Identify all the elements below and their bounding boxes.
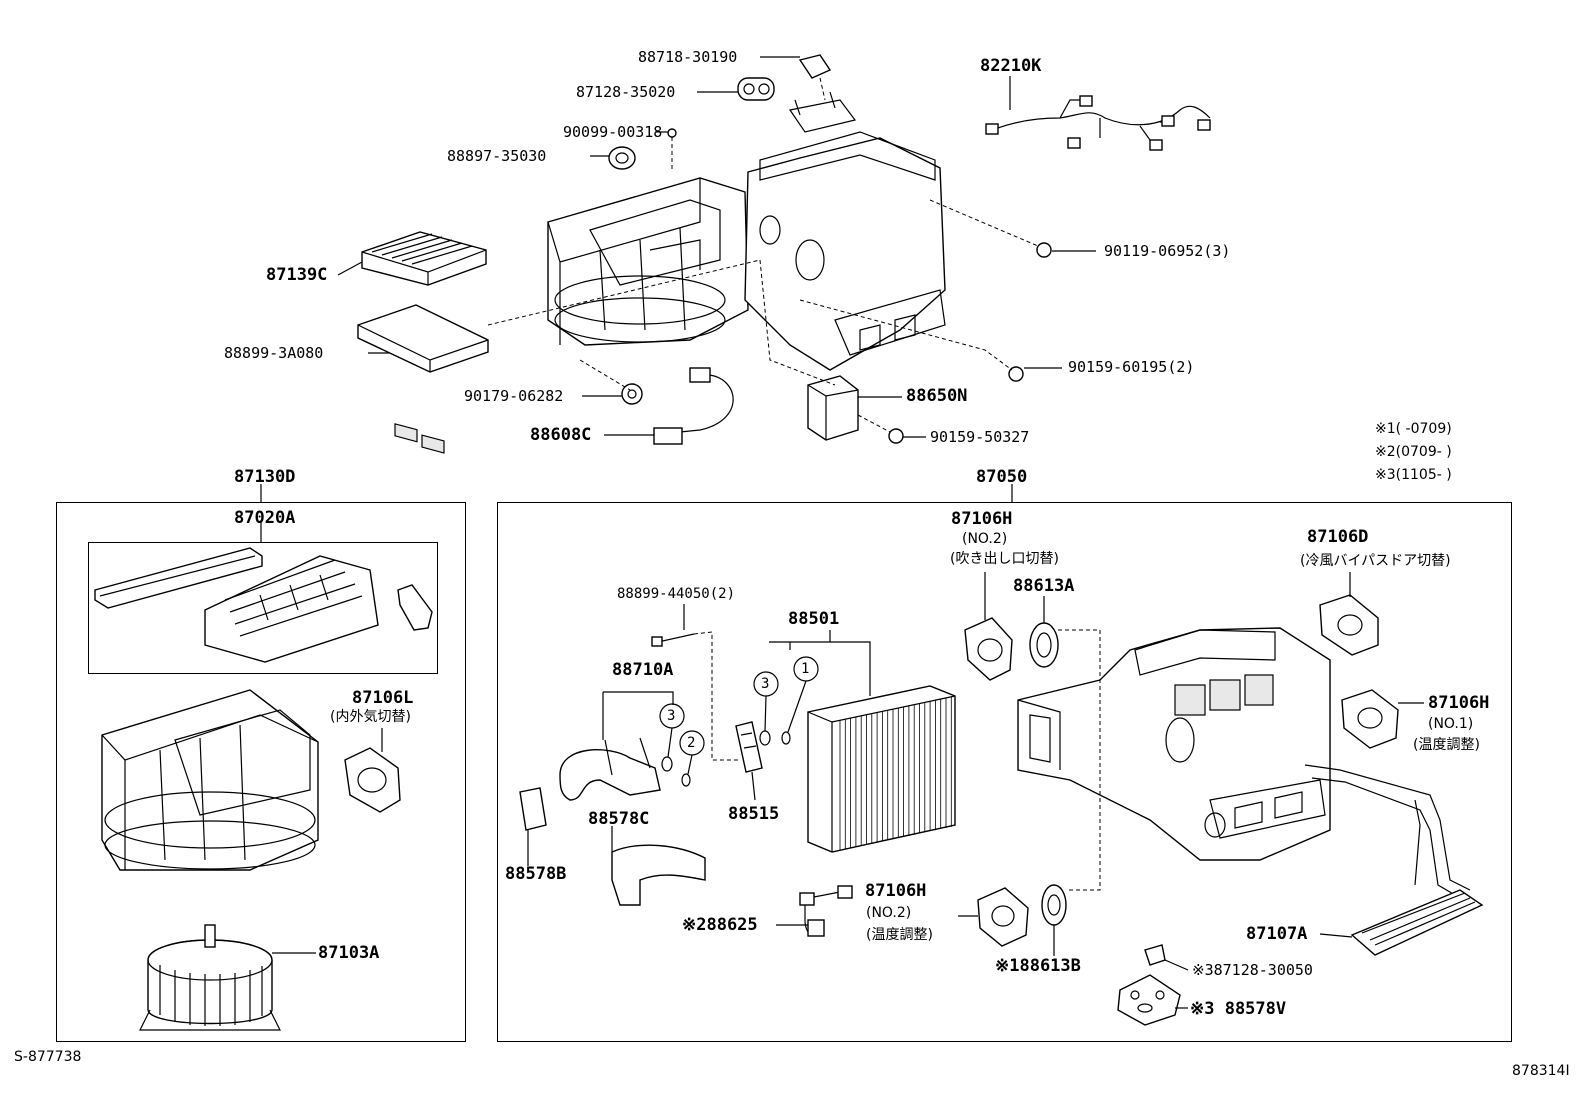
screw-90099 xyxy=(667,128,677,138)
label-90179-06282: 90179-06282 xyxy=(464,387,564,405)
actuator-87106h-no2-temp xyxy=(958,887,1029,947)
label-87106l-desc: (内外気切替) xyxy=(330,709,411,725)
label-90159-50327: 90159-50327 xyxy=(930,428,1030,446)
actuator-87106h-no1 xyxy=(1341,689,1424,749)
label-87106h-no1-desc: (温度調整) xyxy=(1413,737,1480,753)
label-87130d: 87130D xyxy=(234,467,296,487)
air-filter-87139c xyxy=(361,231,487,286)
label-87103a: 87103A xyxy=(318,943,380,963)
label-90159-60195: 90159-60195(2) xyxy=(1068,358,1195,376)
callout-1: 1 xyxy=(801,661,810,677)
note-1: ※1( -0709) xyxy=(1375,421,1452,437)
label-88899-3a080: 88899-3A080 xyxy=(224,344,324,362)
leader-lines-top xyxy=(337,56,1096,438)
label-88613a: 88613A xyxy=(1013,576,1075,596)
callout-3-evap: 3 xyxy=(761,676,770,692)
actuator-87106l xyxy=(344,728,401,813)
grommet-88897 xyxy=(608,146,636,170)
label-87106l: 87106L xyxy=(352,688,414,708)
bolt-90119 xyxy=(1036,242,1052,258)
heater-core-87107a xyxy=(1304,764,1484,956)
label-87106h-no2-temp-desc: (温度調整) xyxy=(866,927,933,943)
heater-unit-87050 xyxy=(1017,627,1331,861)
label-87128-35020: 87128-35020 xyxy=(576,83,676,101)
gear-88613a xyxy=(1029,596,1059,668)
expansion-valve-88515 xyxy=(735,721,763,801)
wire-harness-82210k xyxy=(985,95,1211,151)
label-87106d-desc: (冷風バイパスドア切替) xyxy=(1300,553,1451,569)
blower-motor-87103a xyxy=(139,924,316,1031)
label-87106h-outlet-desc: (吹き出し口切替) xyxy=(950,551,1059,567)
bolt-90159-60195 xyxy=(1008,366,1024,382)
label-87106h-no1-no: (NO.1) xyxy=(1428,716,1474,732)
label-88710a: 88710A xyxy=(612,660,674,680)
blower-case-87130d xyxy=(101,689,319,871)
label-87106h-no2-temp-no: (NO.2) xyxy=(866,905,912,921)
label-88501: 88501 xyxy=(788,609,840,629)
filter-case-88899-3a080 xyxy=(357,304,489,454)
label-88899-44050: 88899-44050(2) xyxy=(617,586,736,602)
callout-2: 2 xyxy=(687,735,696,751)
label-87107a: 87107A xyxy=(1246,924,1308,944)
dashed-leaders-top xyxy=(487,77,1039,433)
nut-90179 xyxy=(621,383,643,405)
label-88625: ※288625 xyxy=(682,915,758,935)
label-88650n: 88650N xyxy=(906,386,968,406)
label-90099-00318: 90099-00318 xyxy=(563,123,663,141)
amplifier-88650n xyxy=(807,375,859,441)
callout-3-pipe: 3 xyxy=(667,708,676,724)
label-88515: 88515 xyxy=(728,804,780,824)
label-88718-30190: 88718-30190 xyxy=(638,48,738,66)
gear-88613b xyxy=(1041,884,1067,956)
label-88578v: ※3 88578V xyxy=(1190,999,1287,1019)
label-87106h-no2-temp: 87106H xyxy=(865,881,927,901)
label-88613b: ※188613B xyxy=(995,956,1081,976)
label-87106h-outlet: 87106H xyxy=(951,509,1013,529)
label-87050: 87050 xyxy=(976,467,1028,487)
insulator-88578v xyxy=(1117,974,1188,1026)
label-87106h-no1: 87106H xyxy=(1428,693,1490,713)
blower-housing-top xyxy=(547,177,749,346)
sensor-88625 xyxy=(776,885,853,937)
clip-88718 xyxy=(798,54,832,79)
sensor-88608c xyxy=(653,367,734,445)
label-82210k: 82210K xyxy=(980,56,1042,76)
label-88578c: 88578C xyxy=(588,809,650,829)
o-ring-3a xyxy=(661,756,673,772)
footer-left-code: S-877738 xyxy=(14,1049,82,1065)
label-87128-30050: ※387128-30050 xyxy=(1192,961,1313,979)
label-90119-06952: 90119-06952(3) xyxy=(1104,242,1231,260)
footer-right-code: 878314I xyxy=(1512,1063,1570,1079)
heater-unit-top xyxy=(744,91,946,371)
blower-case-parts-87020a xyxy=(94,547,433,663)
note-3: ※3(1105- ) xyxy=(1375,467,1452,483)
label-87020a: 87020A xyxy=(234,508,296,528)
blower-assembly-box xyxy=(56,502,466,1042)
bolt-88899-44050 xyxy=(651,604,695,647)
note-2: ※2(0709- ) xyxy=(1375,444,1452,460)
heater-assembly-box xyxy=(497,502,1512,1042)
screw-90159-50327 xyxy=(888,428,904,444)
evaporator-88501 xyxy=(769,630,956,853)
label-87106d: 87106D xyxy=(1307,527,1369,547)
o-ring-2 xyxy=(681,773,691,787)
actuator-87106h-outlet xyxy=(964,572,1013,681)
label-87106h-outlet-no: (NO.2) xyxy=(962,531,1008,547)
label-87139c: 87139C xyxy=(266,265,328,285)
label-88897-35030: 88897-35030 xyxy=(447,147,547,165)
label-88578b: 88578B xyxy=(505,864,567,884)
pipe-88710a xyxy=(559,691,674,801)
o-ring-1 xyxy=(781,731,791,745)
blower-case-subbox xyxy=(88,542,438,674)
actuator-87106d xyxy=(1319,572,1379,656)
label-88608c: 88608C xyxy=(530,425,592,445)
insulator-88578b xyxy=(519,787,547,831)
insulator-88578c xyxy=(611,844,706,906)
